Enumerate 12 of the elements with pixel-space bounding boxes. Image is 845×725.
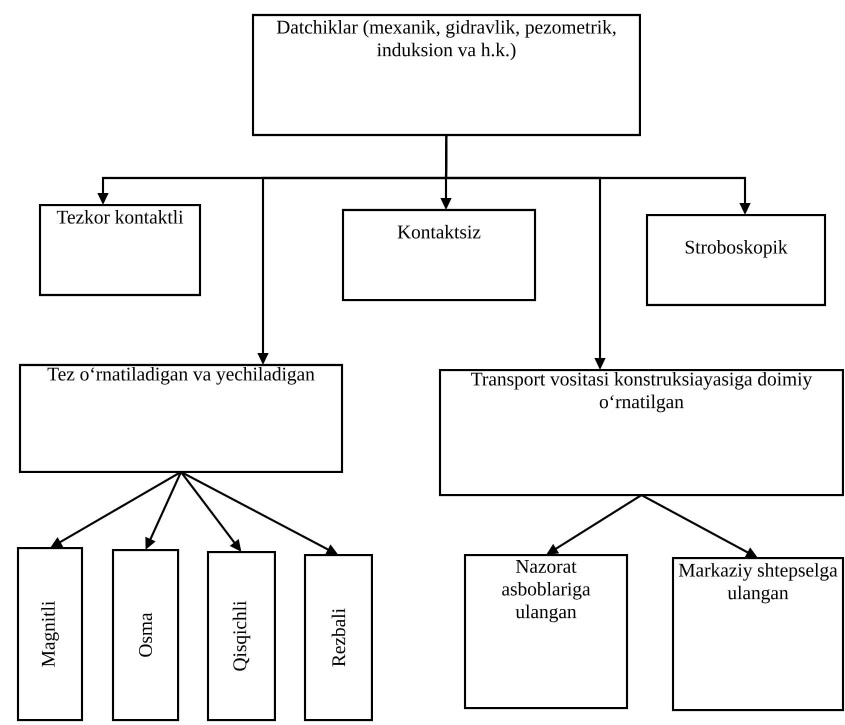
box: Magnitli (16, 546, 84, 722)
box: Transport vositasi konstruksiayasiga doimiy o‘rnatilgan (438, 368, 844, 496)
box: Tezkor kontaktli (38, 204, 202, 296)
box: Qisqichli (206, 550, 276, 722)
box: Osma (112, 548, 180, 722)
box: Tez o‘rnatiladigan va yechiladigan (18, 364, 344, 473)
box: Markaziy shtepselga ulangan (672, 556, 844, 712)
box: Datchiklar (mexanik, gidravlik, pezometrik, induksion va h.k.) (252, 14, 642, 136)
box: Kontaktsiz (342, 208, 536, 302)
box: Stroboskopik (646, 214, 826, 306)
box: Rezbali (304, 554, 373, 722)
box: Nazorat asboblariga ulangan (464, 554, 628, 710)
